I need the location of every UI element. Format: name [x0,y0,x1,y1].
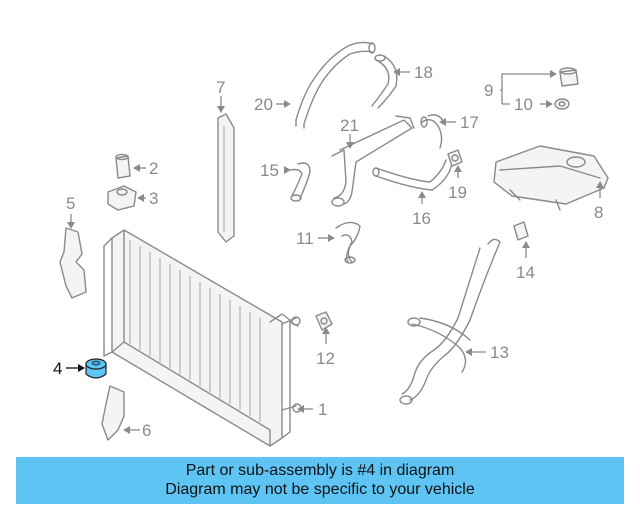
banner-line-2: Diagram may not be specific to your vehi… [165,481,475,498]
callout-label-16: 16 [412,209,431,228]
callout-8: 8 [594,181,604,222]
callout-label-15: 15 [260,161,279,180]
callout-label-5: 5 [66,194,75,213]
elbow-hose-15 [289,162,311,202]
radiator [103,229,302,447]
plug-part [115,153,131,179]
callout-4: 4 [53,359,85,378]
parts-diagram: 1 2 3 4 5 6 7 8 9 [53,41,609,447]
upper-hose-20 [295,41,376,129]
coolant-pipe-21 [331,115,415,207]
callout-19: 19 [448,165,467,202]
rubber-mount-highlighted [85,358,107,379]
callout-15: 15 [260,161,291,180]
side-air-guide [59,227,87,299]
callout-16: 16 [412,191,431,228]
banner-line-1: Part or sub-assembly is #4 in diagram [185,462,455,479]
callout-21: 21 [340,116,359,149]
hose-clamp-12 [315,311,333,331]
callout-12: 12 [316,327,335,368]
callout-label-17: 17 [460,113,479,132]
hose-17 [420,114,445,149]
clip-14 [513,221,529,241]
hose-18 [371,54,398,109]
seal-strip [217,113,235,243]
coolant-reservoir [493,145,609,211]
clamp-19 [447,149,463,167]
callout-3: 3 [137,189,158,208]
callout-label-3: 3 [149,189,158,208]
callout-label-13: 13 [490,343,509,362]
callout-13: 13 [465,343,509,362]
callout-label-19: 19 [448,183,467,202]
callout-17: 17 [439,113,479,132]
callout-label-9: 9 [484,81,493,100]
callout-7: 7 [216,78,225,113]
lower-air-guide [101,385,125,441]
hose-11 [335,221,361,264]
callout-label-10: 10 [514,95,533,114]
callout-11: 11 [296,229,335,248]
hose-16 [372,159,453,191]
info-banner: Part or sub-assembly is #4 in diagram Di… [16,457,624,504]
cap-seal-ring [554,98,570,110]
callout-label-4: 4 [53,359,62,378]
callout-6: 6 [123,421,151,440]
callout-label-1: 1 [318,400,327,419]
callout-5: 5 [66,194,75,229]
reservoir-cap [559,67,579,87]
callout-9: 9 [484,70,557,104]
bracket-block [107,185,137,211]
callout-label-6: 6 [142,421,151,440]
callout-18: 18 [393,63,433,82]
callout-label-20: 20 [254,95,273,114]
callout-1: 1 [297,400,327,419]
callout-label-14: 14 [516,263,535,282]
callout-label-18: 18 [414,63,433,82]
callout-label-21: 21 [340,116,359,135]
callout-label-2: 2 [149,159,158,178]
callout-2: 2 [133,159,158,178]
callout-label-12: 12 [316,349,335,368]
callout-10: 10 [502,95,553,114]
callout-14: 14 [516,241,535,282]
lower-hose-13 [399,238,501,405]
callout-label-11: 11 [296,229,314,248]
callout-label-8: 8 [594,203,603,222]
callout-label-7: 7 [216,78,225,97]
callout-20: 20 [254,95,291,114]
